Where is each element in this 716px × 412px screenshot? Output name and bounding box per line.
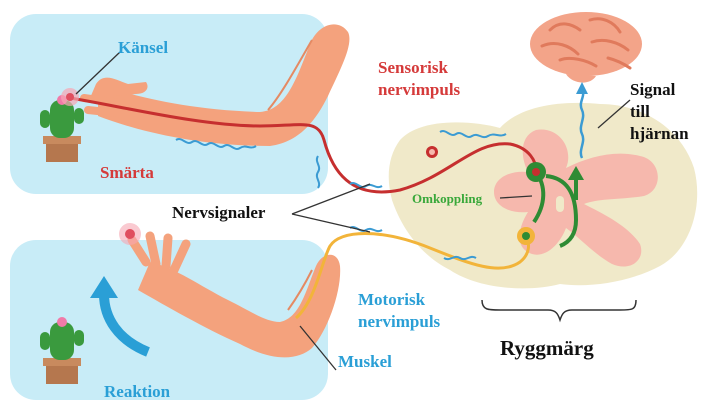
label-kansel: Känsel bbox=[118, 38, 168, 58]
label-sensorisk: Sensorisk bbox=[378, 58, 448, 78]
label-reaktion: Reaktion bbox=[104, 382, 170, 402]
label-muskel: Muskel bbox=[338, 352, 392, 372]
label-till: till bbox=[630, 102, 650, 122]
label-ryggmarg: Ryggmärg bbox=[500, 336, 594, 360]
brain-signal-wave bbox=[581, 90, 583, 158]
label-nervsignaler: Nervsignaler bbox=[172, 203, 265, 223]
label-motorisk: Motorisk bbox=[358, 290, 425, 310]
brain-icon bbox=[530, 12, 642, 83]
label-omkoppling: Omkoppling bbox=[412, 192, 482, 207]
label-nervimpuls-motor: nervimpuls bbox=[358, 312, 440, 332]
spinal-cord-brace bbox=[482, 300, 636, 320]
label-hjarnan: hjärnan bbox=[630, 124, 689, 144]
label-signal: Signal bbox=[630, 80, 675, 100]
label-smarta: Smärta bbox=[100, 163, 154, 183]
label-nervimpuls-sensory: nervimpuls bbox=[378, 80, 460, 100]
